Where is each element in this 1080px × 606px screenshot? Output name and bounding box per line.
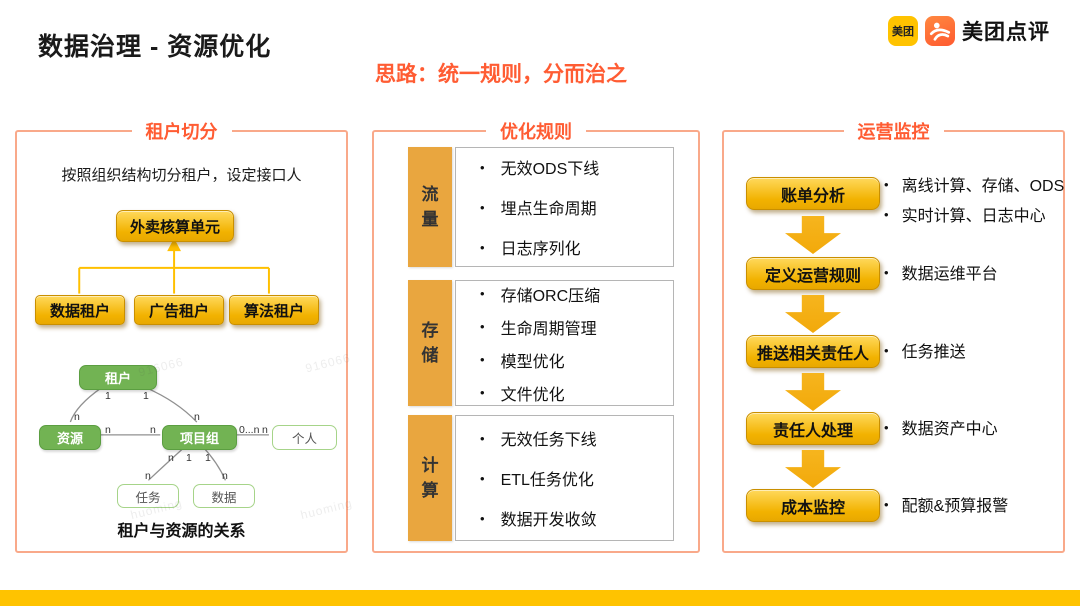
- step-cost-monitor: 成本监控: [746, 489, 880, 522]
- step-owner-handle: 责任人处理: [746, 412, 880, 445]
- slide-subtitle: 思路：统一规则，分而治之: [375, 63, 627, 86]
- rule-group-label: 存储: [408, 280, 452, 406]
- algo-tenant-node: 算法租户: [229, 295, 319, 325]
- er-cardinality-label: n: [145, 470, 151, 482]
- down-arrow-icon: [785, 295, 841, 333]
- rule-list: 无效ODS下线 埋点生命周期 日志序列化: [455, 147, 674, 267]
- rule-item: 无效ODS下线: [480, 155, 673, 179]
- connector-lines: [69, 238, 270, 481]
- rule-item: 模型优化: [480, 348, 673, 372]
- down-arrow-icon: [785, 373, 841, 411]
- er-cardinality-label: n: [168, 452, 174, 464]
- rule-item: 存储ORC压缩: [480, 282, 673, 306]
- er-cardinality-label: n: [150, 424, 156, 436]
- rule-group-label: 流量: [408, 147, 452, 267]
- optimization-rules-panel-title: 优化规则: [486, 118, 586, 144]
- er-node-resource: 资源: [39, 425, 101, 450]
- er-node-task: 任务: [117, 484, 179, 508]
- er-cardinality-label: n: [262, 424, 268, 436]
- step-note: 数据资产中心: [884, 415, 998, 439]
- rule-item: 生命周期管理: [480, 315, 673, 339]
- step-bill-analysis: 账单分析: [746, 177, 880, 210]
- tenant-split-panel-title: 租户切分: [131, 118, 232, 144]
- tenant-split-intro: 按照组织结构切分租户，设定接口人: [61, 167, 302, 184]
- rule-group-storage: 存储 存储ORC压缩 生命周期管理 模型优化 文件优化: [408, 280, 674, 406]
- step-define-rules: 定义运营规则: [746, 257, 880, 290]
- er-node-project-group: 项目组: [162, 425, 237, 450]
- rule-item: 埋点生命周期: [480, 195, 673, 219]
- data-tenant-node: 数据租户: [35, 295, 125, 325]
- er-cardinality-label: 1: [186, 452, 192, 464]
- operations-monitoring-panel-title: 运营监控: [843, 118, 944, 144]
- er-node-person: 个人: [272, 425, 337, 450]
- step-note: 实时计算、日志中心: [884, 202, 1046, 226]
- er-cardinality-label: 1: [105, 390, 111, 402]
- rule-item: 日志序列化: [480, 235, 673, 259]
- down-arrow-icon: [785, 216, 841, 254]
- optimization-rules-panel: 优化规则 流量 无效ODS下线 埋点生命周期 日志序列化 存储 存储ORC压缩 …: [372, 118, 700, 553]
- er-cardinality-label: n: [105, 424, 111, 436]
- page-title: 数据治理 - 资源优化: [38, 33, 272, 61]
- er-node-data: 数据: [193, 484, 255, 508]
- rule-list: 无效任务下线 ETL任务优化 数据开发收敛: [455, 415, 674, 541]
- dianping-figure-icon: [925, 16, 955, 46]
- step-note: 数据运维平台: [884, 260, 998, 284]
- step-note: 离线计算、存储、ODS: [884, 172, 1065, 196]
- er-node-tenant: 租户: [79, 365, 157, 390]
- er-diagram-caption: 租户与资源的关系: [117, 523, 246, 540]
- rule-item: 无效任务下线: [480, 426, 673, 450]
- er-cardinality-label: n: [74, 411, 80, 423]
- step-push-owners: 推送相关责任人: [746, 335, 880, 368]
- down-arrow-icon: [785, 450, 841, 488]
- rule-item: 文件优化: [480, 381, 673, 405]
- brand-logo: 美团 美团点评: [888, 16, 1050, 46]
- meituan-app-icon: 美团: [888, 16, 918, 46]
- er-cardinality-label: 1: [143, 390, 149, 402]
- rule-group-compute: 计算 无效任务下线 ETL任务优化 数据开发收敛: [408, 415, 674, 541]
- brand-name: 美团点评: [962, 21, 1050, 44]
- er-cardinality-label: 0...n: [239, 424, 260, 436]
- tenant-split-panel: 租户切分 按照组织结构切分租户，设定接口人 外卖核算单元 数据租户: [15, 118, 348, 553]
- step-note: 配额&预算报警: [884, 492, 1009, 516]
- rule-item: ETL任务优化: [480, 466, 673, 490]
- er-cardinality-label: n: [222, 470, 228, 482]
- rule-item: 数据开发收敛: [480, 506, 673, 530]
- bottom-accent-bar: [0, 590, 1080, 606]
- accounting-unit-node: 外卖核算单元: [116, 210, 234, 242]
- er-cardinality-label: n: [194, 411, 200, 423]
- rule-group-traffic: 流量 无效ODS下线 埋点生命周期 日志序列化: [408, 147, 674, 267]
- rule-list: 存储ORC压缩 生命周期管理 模型优化 文件优化: [455, 280, 674, 406]
- rule-group-label: 计算: [408, 415, 452, 541]
- er-cardinality-label: 1: [205, 452, 211, 464]
- operations-monitoring-panel: 运营监控 账单分析 离线计算、存储、ODS 实时计算、日志中心 定义运营规则 数…: [722, 118, 1065, 553]
- ad-tenant-node: 广告租户: [134, 295, 224, 325]
- step-note: 任务推送: [884, 338, 966, 362]
